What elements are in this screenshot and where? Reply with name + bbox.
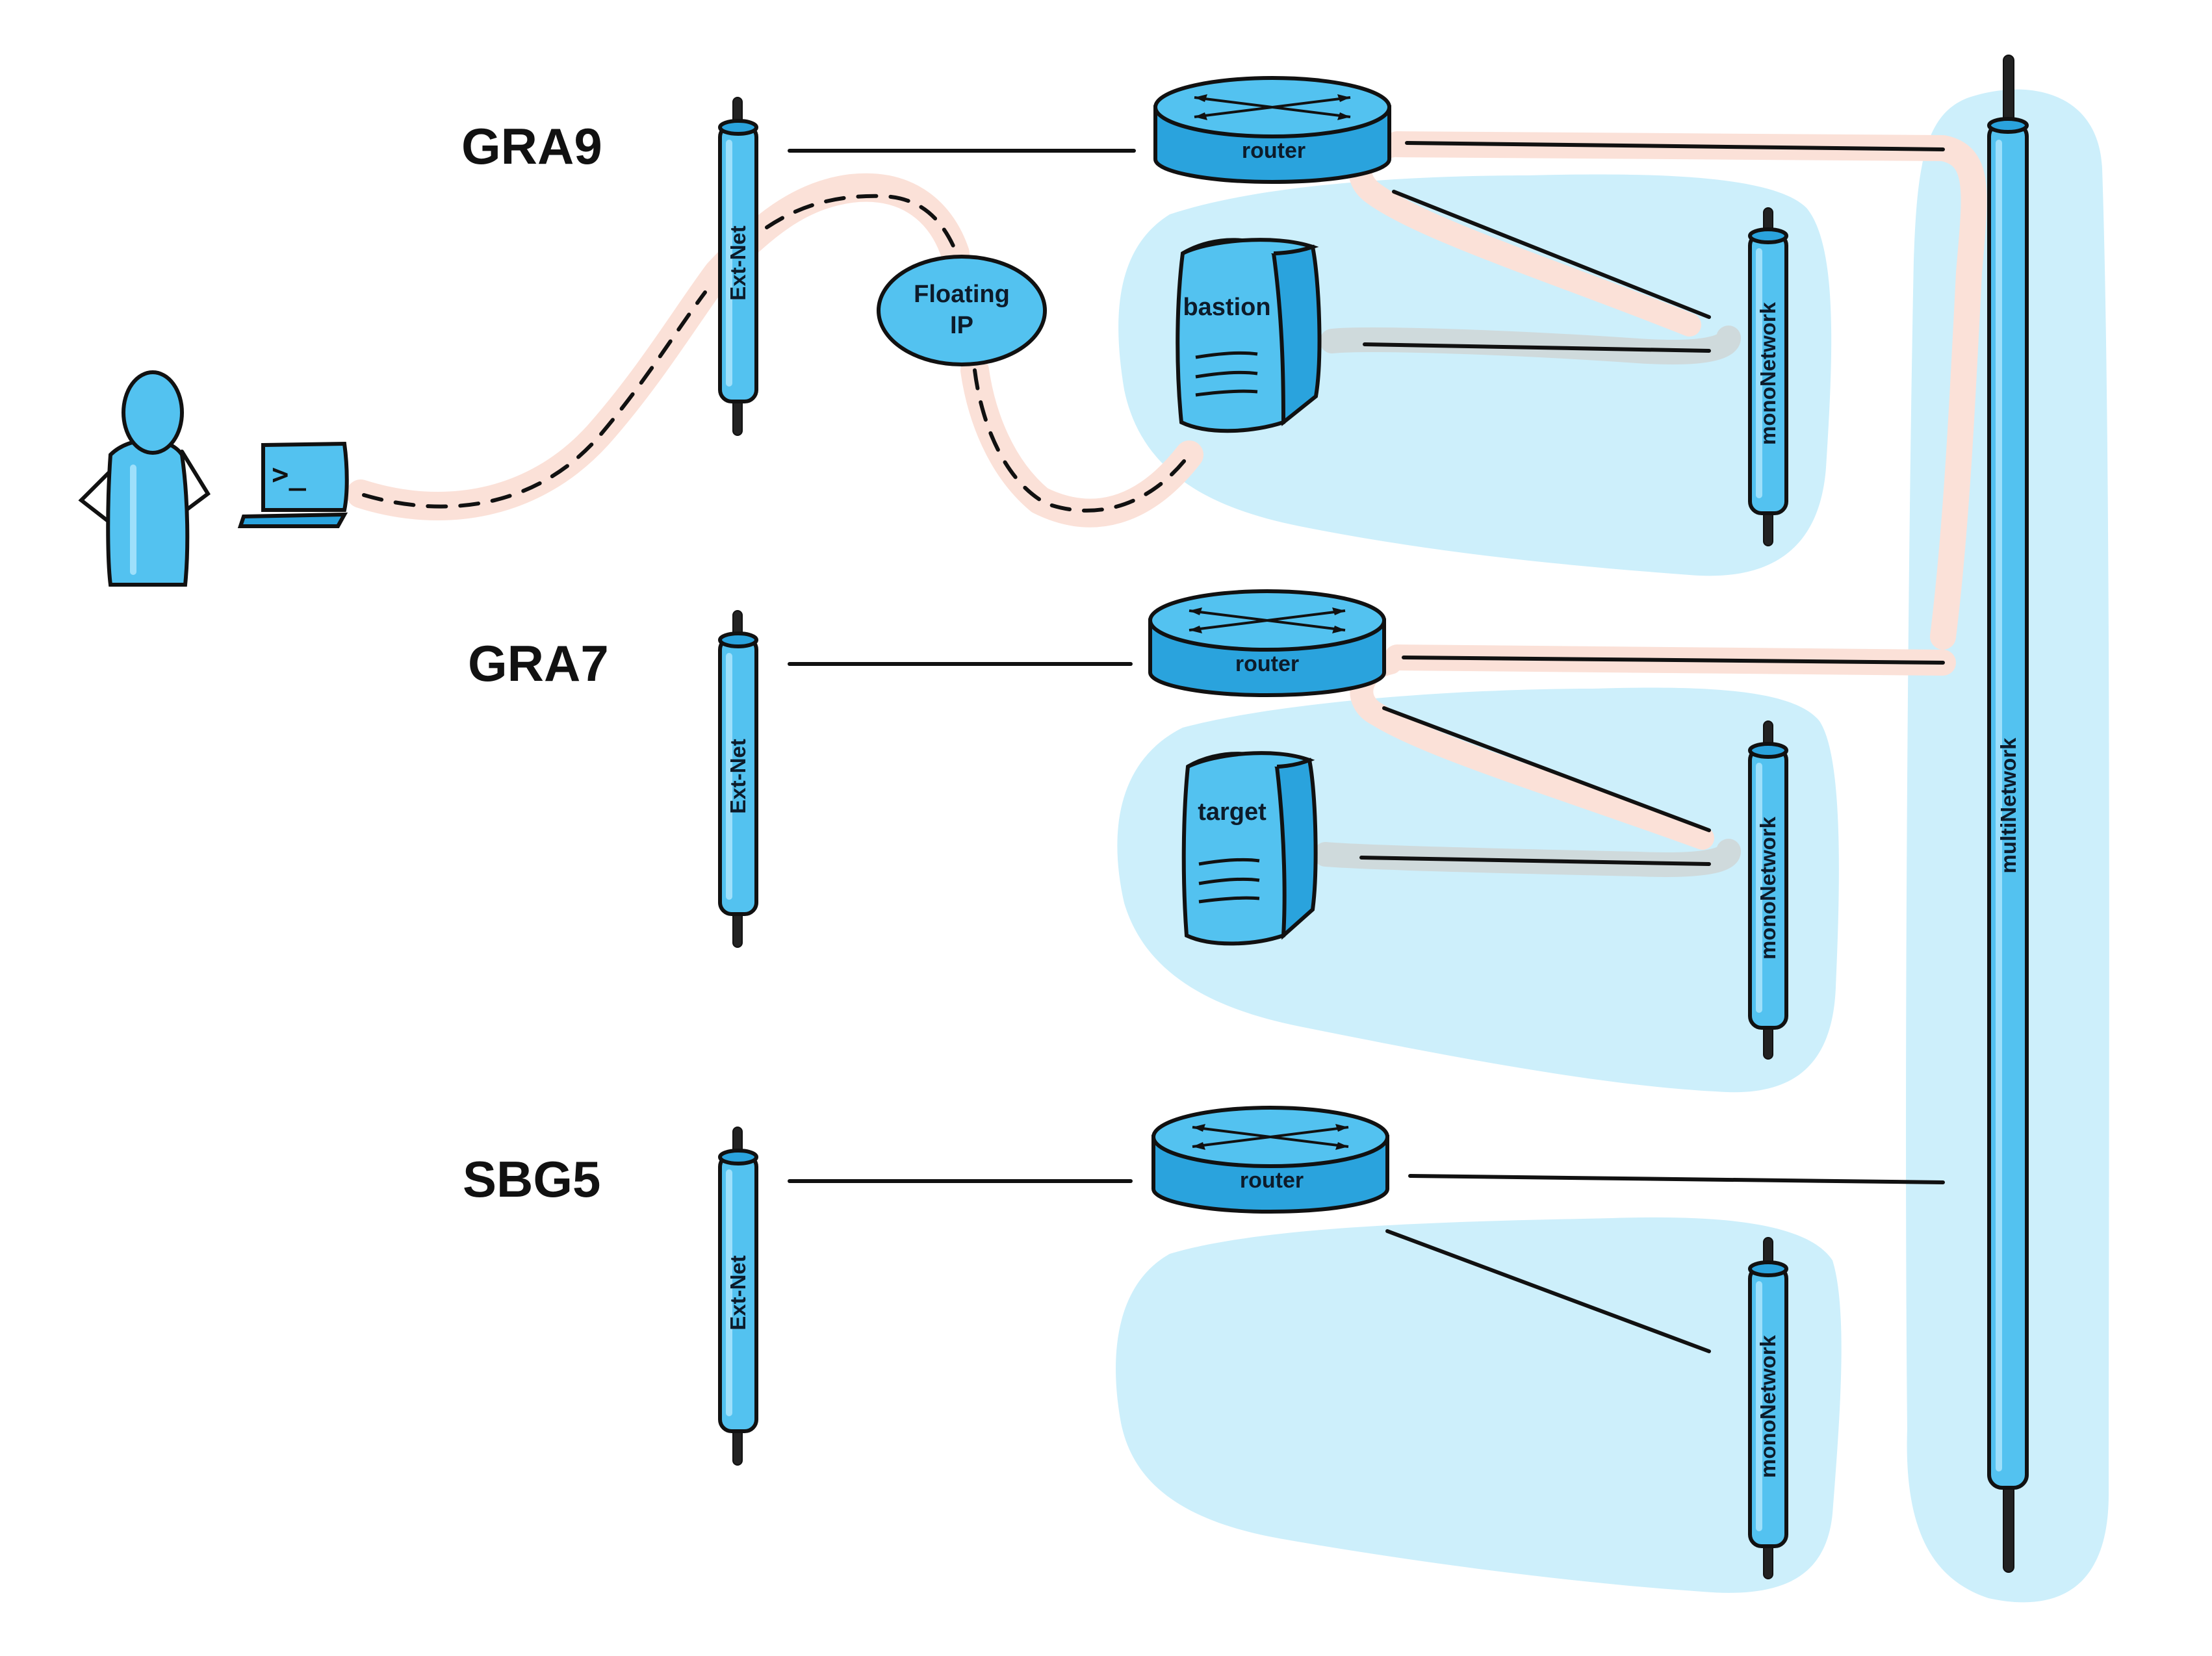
- server-label-target: target: [1198, 798, 1267, 826]
- routers: [1148, 76, 1391, 1214]
- region-label-gra7: GRA7: [468, 635, 609, 692]
- fip-bastion-dashed: [973, 368, 1191, 513]
- floating-ip-bubble: [877, 255, 1047, 366]
- router-label-sbg5: router: [1240, 1168, 1304, 1193]
- multinetwork-tube: [1987, 55, 2029, 1573]
- router-icon: [1148, 589, 1386, 697]
- terminal-prompt: >_: [272, 458, 306, 491]
- extnet-label-gra7: Ext-Net: [726, 739, 750, 814]
- gra9-bastion-mono-link: [1363, 342, 1711, 353]
- ssh-path-dashed-2: [765, 194, 957, 252]
- gra7-router-mono-link: [1382, 706, 1711, 832]
- labels: GRA9 GRA7 SBG5 Ext-Net Ext-Net Ext-Net m…: [272, 118, 2020, 1478]
- mononetwork-label-sbg5: monoNetwork: [1756, 1334, 1780, 1478]
- mononetwork-tubes: [1748, 207, 1788, 1579]
- laptop-icon: [237, 441, 349, 528]
- gra9-router-mono-link: [1392, 190, 1711, 319]
- router-label-gra7: router: [1235, 652, 1299, 676]
- region-label-sbg5: SBG5: [463, 1151, 600, 1208]
- sbg5-zone: [1116, 1217, 1842, 1593]
- router-label-gra9: router: [1242, 138, 1305, 163]
- multinetwork-label: multiNetwork: [1996, 737, 2020, 874]
- mononetwork-label-gra9: monoNetwork: [1756, 301, 1780, 445]
- floating-ip-label-line2: IP: [950, 312, 973, 339]
- gra7-extnet-tube: [718, 610, 758, 948]
- floating-ip: [877, 255, 1047, 366]
- gra9-router-multi-glow: [1384, 131, 1987, 650]
- gra7-mono-tube: [1748, 720, 1788, 1060]
- user-icon: [78, 370, 211, 587]
- gra7-target-mono-link: [1359, 856, 1711, 866]
- sbg5-router-mono-link: [1385, 1229, 1711, 1353]
- gra9-mono-tube: [1748, 207, 1788, 546]
- extnet-tubes: [718, 97, 758, 1466]
- region-label-gra9: GRA9: [461, 118, 602, 175]
- router-icon: [1153, 76, 1391, 184]
- router-icon: [1151, 1106, 1389, 1214]
- floating-ip-label-line1: Floating: [914, 281, 1010, 308]
- links: [362, 141, 1945, 1353]
- sbg5-extnet-tube: [718, 1127, 758, 1466]
- ssh-path-dashed: [362, 290, 707, 509]
- sbg5-mono-tube: [1748, 1237, 1788, 1579]
- ssh-path-glow: [346, 173, 970, 520]
- extnet-label-sbg5: Ext-Net: [726, 1255, 750, 1331]
- sbg5-router-multi-link: [1408, 1174, 1945, 1184]
- servers: [1176, 238, 1322, 946]
- server-icon: [1176, 238, 1322, 433]
- gra9-extnet-tube: [718, 97, 758, 436]
- gra7-router-multi-link: [1402, 656, 1945, 665]
- extnet-label-gra9: Ext-Net: [726, 225, 750, 301]
- server-icon: [1181, 751, 1318, 946]
- mononetwork-label-gra7: monoNetwork: [1756, 816, 1780, 960]
- server-label-bastion: bastion: [1183, 294, 1270, 321]
- gra9-router-multi-link: [1405, 141, 1945, 151]
